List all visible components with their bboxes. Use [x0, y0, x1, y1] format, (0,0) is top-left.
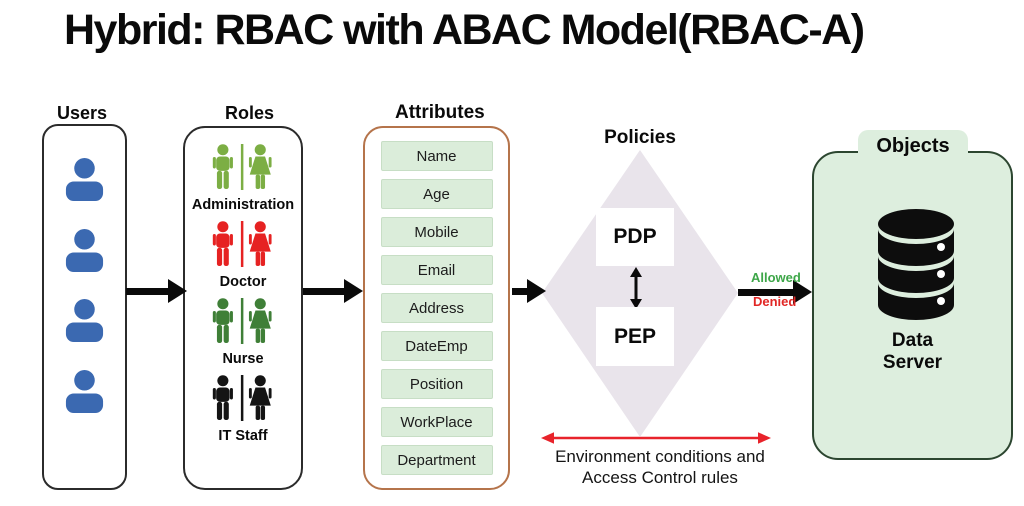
attribute-box: Email — [380, 255, 493, 285]
role-doctor: Doctor — [212, 221, 274, 290]
male-female-icon — [212, 298, 274, 349]
role-administration: Administration — [192, 144, 294, 213]
environment-note: Environment conditions and Access Contro… — [555, 447, 765, 487]
male-female-icon — [212, 221, 274, 272]
male-female-icon — [212, 375, 274, 426]
objects-label: Objects — [876, 135, 950, 157]
database-icon — [877, 205, 955, 330]
policies-label: Policies — [604, 127, 676, 148]
role-label: Doctor — [219, 274, 267, 290]
pep-box: PEP — [596, 307, 674, 366]
denied-label: Denied — [753, 294, 797, 309]
pdp-pep-double-arrow-icon — [627, 267, 645, 314]
environment-double-arrow-icon — [541, 431, 771, 450]
attribute-box: WorkPlace — [380, 407, 493, 437]
roles-panel: Administration Doctor Nurse IT Staff — [183, 126, 303, 490]
objects-panel — [812, 151, 1013, 460]
pdp-box: PDP — [596, 208, 674, 266]
male-female-icon — [212, 144, 274, 195]
attribute-box: Age — [380, 179, 493, 209]
attribute-box: Name — [380, 141, 493, 171]
attributes-panel: Name Age Mobile Email Address DateEmp Po… — [363, 126, 510, 490]
attribute-box: Position — [380, 369, 493, 399]
user-icon — [62, 299, 107, 347]
role-it-staff: IT Staff — [212, 375, 274, 444]
attribute-box: DateEmp — [380, 331, 493, 361]
role-nurse: Nurse — [212, 298, 274, 367]
roles-panel-label: Roles — [220, 103, 280, 124]
user-icon — [62, 228, 107, 277]
users-panel-label: Users — [52, 103, 113, 124]
attribute-box: Address — [380, 293, 493, 323]
arrow-attributes-to-policies — [512, 278, 546, 304]
objects-tab: Objects — [858, 130, 968, 166]
arrow-policies-to-objects — [738, 279, 812, 305]
attribute-box: Department — [380, 445, 493, 475]
policies-diamond — [542, 150, 738, 437]
user-icon — [62, 369, 107, 418]
role-label: Administration — [191, 197, 295, 213]
attributes-panel-label: Attributes — [390, 102, 490, 124]
data-server-label: Data Server — [882, 330, 943, 373]
attribute-box: Mobile — [380, 217, 493, 247]
allowed-label: Allowed — [751, 270, 801, 285]
arrow-users-to-roles — [126, 278, 187, 304]
users-panel — [42, 124, 127, 490]
arrow-roles-to-attributes — [303, 278, 363, 304]
role-label: IT Staff — [218, 428, 268, 444]
diagram-title: Hybrid: RBAC with ABAC Model(RBAC-A) — [64, 6, 865, 54]
role-label: Nurse — [222, 351, 264, 367]
user-icon — [62, 158, 107, 206]
